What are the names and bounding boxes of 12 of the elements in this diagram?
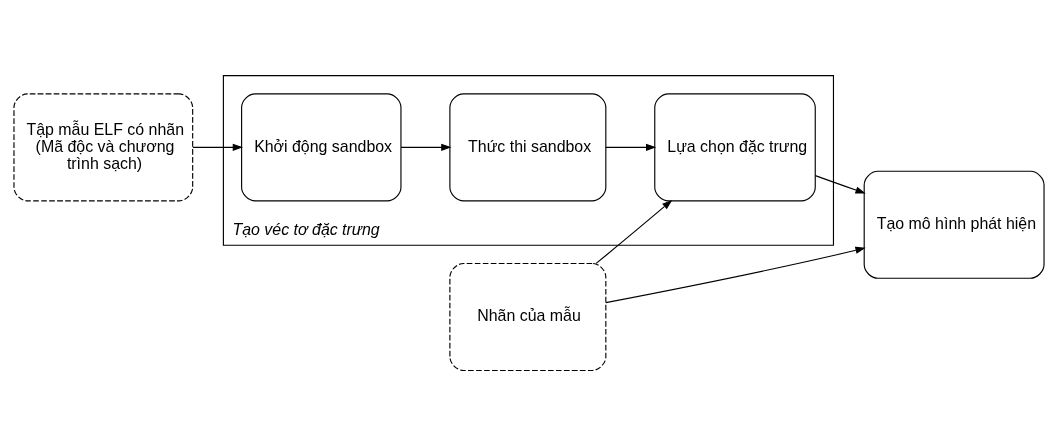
node-box: Nhãn của mẫu — [449, 262, 607, 371]
arrow — [814, 175, 866, 194]
arrow — [605, 143, 657, 151]
arrow — [605, 246, 866, 304]
arrow — [595, 199, 673, 264]
arrow — [400, 143, 452, 151]
node-box: Khởi động sandbox — [241, 93, 402, 202]
arrow — [192, 143, 243, 151]
node-box: Tạo mô hình phát hiện — [863, 170, 1045, 279]
node-box: Tập mẫu ELF có nhãn (Mã độc và chương trình sạch) — [13, 93, 194, 202]
node-box: Thức thi sandbox — [449, 93, 607, 202]
node-box: Lựa chọn đặc trưng — [654, 93, 816, 202]
